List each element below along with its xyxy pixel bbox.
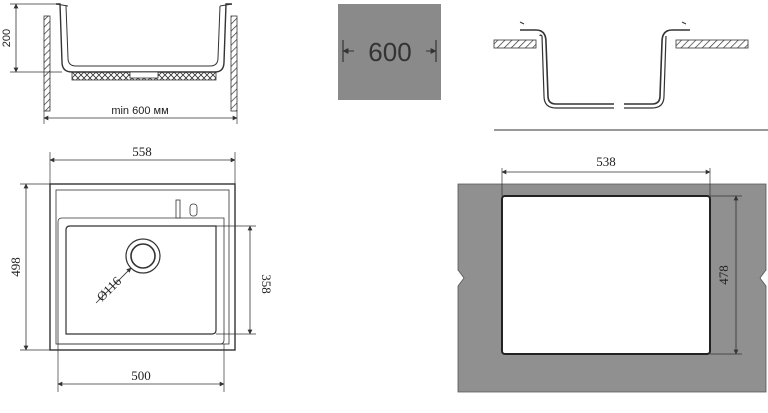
sink-wall-left <box>520 29 614 105</box>
cutout-height-label: 478 <box>716 265 731 285</box>
mounting-section <box>493 21 768 131</box>
min-width-label: min 600 мм <box>111 105 168 117</box>
sink-inner-profile <box>65 5 221 67</box>
sink-top-view: Ø116 558 498 358 500 <box>8 144 274 392</box>
drain-outlet <box>129 71 159 79</box>
bowl-height-label: 358 <box>259 274 274 294</box>
bowl-width-label: 500 <box>131 368 151 383</box>
tap-hole-marker <box>175 199 181 219</box>
left-cabinet-wall <box>43 15 51 112</box>
badge-width-label: 600 <box>368 37 411 67</box>
countertop-right <box>675 39 749 49</box>
cutout-width-label: 538 <box>596 154 616 169</box>
overall-height-label: 498 <box>8 257 23 277</box>
sink-wall-right <box>624 29 690 105</box>
overall-width-label: 558 <box>132 144 152 159</box>
sink-profile <box>56 3 232 73</box>
side-view: 200 min 600 мм <box>1 3 238 124</box>
cabinet-width-badge: 600 <box>338 4 441 100</box>
overflow-marker <box>189 203 198 217</box>
countertop-cutout: 538 478 <box>457 154 767 393</box>
cutout-opening <box>501 195 711 355</box>
side-height-label: 200 <box>1 29 13 47</box>
countertop-left <box>493 39 537 49</box>
right-cabinet-wall <box>230 15 238 112</box>
